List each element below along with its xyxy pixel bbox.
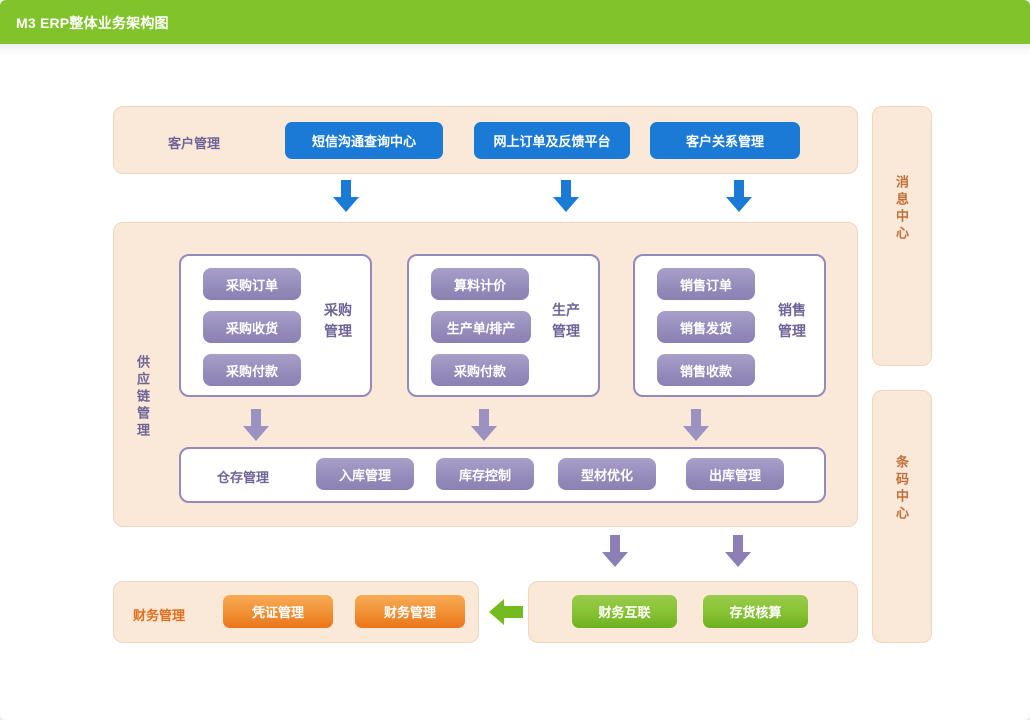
barcode-center-panel[interactable] [872,390,932,643]
arrow-down-purple-1 [243,409,269,441]
barcode-center-label: 条码中心 [894,455,909,523]
button-production-order-scheduling[interactable]: 生产单/排产 [431,311,531,343]
app-header: M3 ERP整体业务架构图 [0,0,1030,44]
finance-management-label: 财务管理 [133,608,186,623]
sales-group-title: 销售 管理 [778,302,806,339]
button-purchase-receipt[interactable]: 采购收货 [203,311,301,343]
button-sms-center[interactable]: 短信沟通查询中心 [285,122,443,159]
arrow-down-blue-3 [726,180,752,212]
button-finance-management[interactable]: 财务管理 [355,595,465,628]
button-crm[interactable]: 客户关系管理 [650,122,800,159]
button-outbound-management[interactable]: 出库管理 [686,458,784,490]
arrow-down-purple-4 [602,535,628,567]
button-production-purchase-payment[interactable]: 采购付款 [431,354,529,386]
button-profile-optimization[interactable]: 型材优化 [558,458,656,490]
arrow-down-blue-2 [553,180,579,212]
button-inbound-management[interactable]: 入库管理 [316,458,414,490]
page-title: M3 ERP整体业务架构图 [16,15,169,31]
button-finance-interconnect[interactable]: 财务互联 [572,595,677,628]
supply-chain-label: 供应链管理 [135,355,150,440]
warehouse-label: 仓存管理 [217,470,270,485]
button-purchase-order[interactable]: 采购订单 [203,268,301,300]
production-group-title: 生产 管理 [552,302,580,339]
customer-management-label: 客户管理 [168,136,221,151]
purchasing-group-title: 采购 管理 [324,302,352,339]
button-online-order-platform[interactable]: 网上订单及反馈平台 [474,122,630,159]
arrow-down-purple-5 [725,535,751,567]
arrow-left-green [489,599,523,625]
message-center-label: 消息中心 [894,175,909,243]
message-center-panel[interactable] [872,106,932,366]
header-shadow [0,44,1030,56]
button-inventory-accounting[interactable]: 存货核算 [703,595,808,628]
button-purchase-payment[interactable]: 采购付款 [203,354,301,386]
button-inventory-control[interactable]: 库存控制 [436,458,534,490]
arrow-down-purple-3 [683,409,709,441]
arrow-down-blue-1 [333,180,359,212]
button-sales-order[interactable]: 销售订单 [657,268,755,300]
button-sales-delivery[interactable]: 销售发货 [657,311,755,343]
button-material-pricing[interactable]: 算料计价 [431,268,529,300]
button-voucher-management[interactable]: 凭证管理 [223,595,333,628]
button-sales-receipt[interactable]: 销售收款 [657,354,755,386]
arrow-down-purple-2 [471,409,497,441]
